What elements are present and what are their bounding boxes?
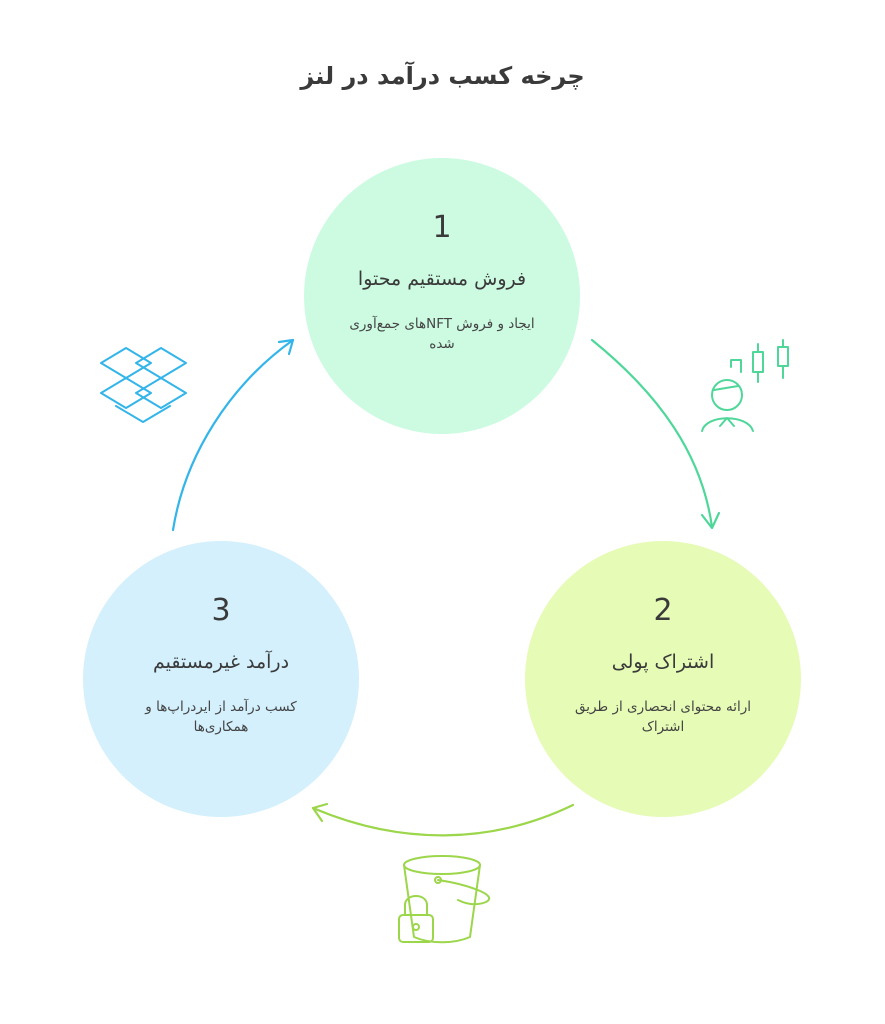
arrow-3-to-1 [171, 338, 295, 532]
step-1-circle: 1 فروش مستقیم محتوا ایجاد و فروش NFTهای … [304, 158, 580, 434]
step-2-number: 2 [653, 593, 673, 628]
step-2-heading: اشتراک پولی [611, 651, 715, 673]
step-3-description: کسب درآمد از ایردراپ‌ها و همکاری‌ها [145, 699, 297, 735]
step-2-circle: 2 اشتراک پولی ارائه محتوای انحصاری از طر… [525, 541, 801, 817]
step-3-number: 3 [211, 593, 231, 628]
diagram-title: چرخه کسب درآمد در لنز [300, 62, 585, 90]
step-1-description: ایجاد و فروش NFTهای جمع‌آوری شده [349, 316, 535, 352]
step-2-description: ارائه محتوای انحصاری از طریق اشتراک [574, 699, 752, 735]
arrow-1-to-2 [590, 338, 721, 530]
trader-chart-icon [701, 339, 789, 432]
arrow-2-to-3 [311, 802, 575, 837]
locked-bucket-icon [398, 855, 490, 944]
step-3-heading: درآمد غیرمستقیم [152, 651, 290, 673]
step-1-heading: فروش مستقیم محتوا [357, 268, 527, 290]
step-3-circle: 3 درآمد غیرمستقیم کسب درآمد از ایردراپ‌ه… [83, 541, 359, 817]
step-1-number: 1 [432, 210, 452, 245]
dropbox-icon [100, 347, 187, 423]
